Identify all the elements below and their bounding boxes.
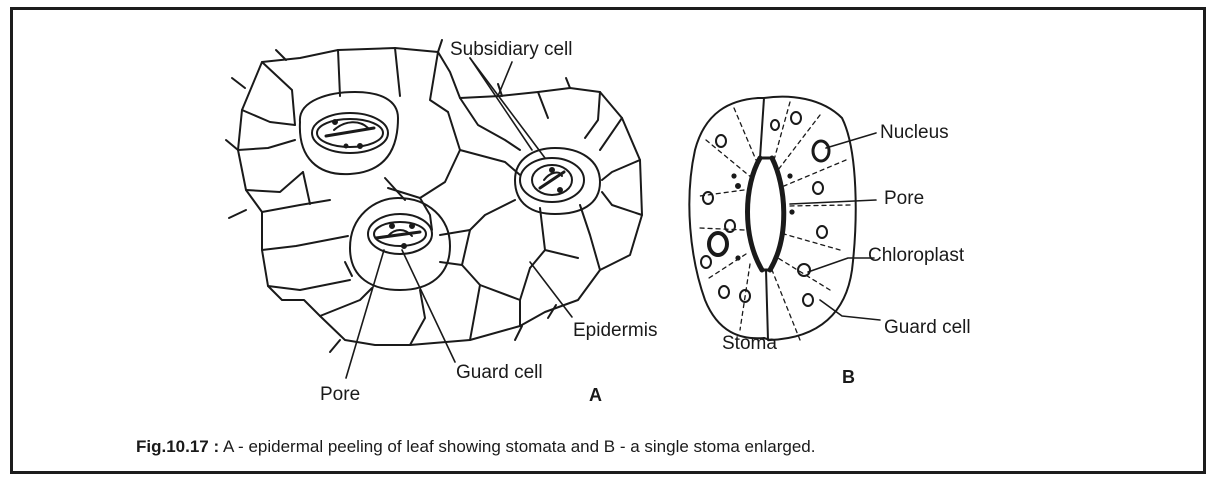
nucleus-label: Nucleus — [880, 123, 949, 142]
panel-b-leaders — [790, 133, 880, 320]
epidermis-label: Epidermis — [573, 321, 657, 340]
stoma-top-left — [300, 92, 398, 174]
pore-label-b: Pore — [884, 189, 924, 208]
epidermis-cells — [226, 40, 642, 352]
pore-label-a: Pore — [320, 385, 360, 404]
caption-text: A - epidermal peeling of leaf showing st… — [223, 437, 816, 456]
panel-a-letter: A — [589, 386, 602, 404]
chloroplast-label: Chloroplast — [868, 246, 964, 265]
subsidiary-cell-label: Subsidiary cell — [450, 40, 573, 59]
stoma-label: Stoma — [722, 334, 777, 353]
stoma-enlarged — [689, 97, 855, 340]
guard-cell-label-a: Guard cell — [456, 363, 543, 382]
stoma-right — [515, 148, 600, 214]
panel-b-letter: B — [842, 368, 855, 386]
figure-caption: Fig.10.17 : A - epidermal peeling of lea… — [136, 437, 815, 457]
guard-cell-label-b: Guard cell — [884, 318, 971, 337]
figure-number: Fig.10.17 : — [136, 437, 219, 456]
stoma-bottom — [345, 198, 450, 290]
